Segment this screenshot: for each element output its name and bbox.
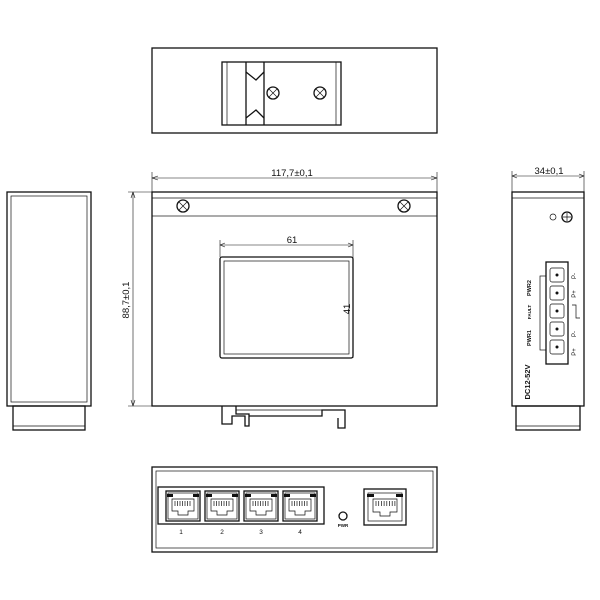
label-height-text: 41	[342, 304, 353, 315]
voltage-label: DC12-52V	[523, 364, 532, 399]
right-side-view: 34±0,1	[511, 166, 585, 431]
port-view: 1 2 3 4 PWR	[151, 466, 438, 553]
port-number: 3	[259, 529, 263, 536]
pin-label: P-	[572, 273, 578, 279]
screw-icon	[313, 86, 327, 100]
screw-icon	[397, 199, 411, 213]
pin-label: P+	[572, 290, 578, 298]
top-view	[151, 47, 438, 134]
screw-icon	[266, 86, 280, 100]
rj45-port-1	[165, 490, 201, 522]
front-view: 117,7±0,1 88,7±0,1	[121, 168, 438, 429]
fault-label: FAULT	[527, 305, 532, 319]
rj45-uplink-port	[363, 488, 407, 526]
label-width-text: 61	[287, 235, 298, 246]
width-label: 117,7±0,1	[271, 168, 313, 179]
pwr-led-label: PWR	[338, 523, 349, 528]
ground-screw-icon	[549, 211, 573, 223]
rj45-port-3	[243, 490, 279, 522]
pin-label: P+	[572, 348, 578, 356]
port-number: 4	[298, 529, 302, 536]
left-side-view	[6, 191, 92, 431]
pin-label: P-	[572, 331, 578, 337]
power-led-icon	[338, 511, 348, 521]
din-clip	[245, 62, 265, 125]
port-number: 1	[179, 529, 183, 536]
label-area: 61 41	[219, 235, 354, 359]
pwr2-label: PWR2	[527, 280, 533, 296]
height-label: 88,7±0,1	[121, 282, 132, 319]
pwr1-label: PWR1	[527, 330, 533, 346]
height-dimension: 88,7±0,1	[121, 191, 152, 407]
screw-icon	[176, 199, 190, 213]
depth-dimension: 34±0,1	[511, 166, 585, 192]
rj45-port-2	[204, 490, 240, 522]
terminal-block: P- P+ P- P+ PWR2 FAULT PWR1	[527, 261, 580, 365]
depth-label: 34±0,1	[535, 166, 564, 177]
din-rail-clip	[221, 406, 346, 429]
rj45-port-4	[282, 490, 318, 522]
port-number: 2	[220, 529, 224, 536]
